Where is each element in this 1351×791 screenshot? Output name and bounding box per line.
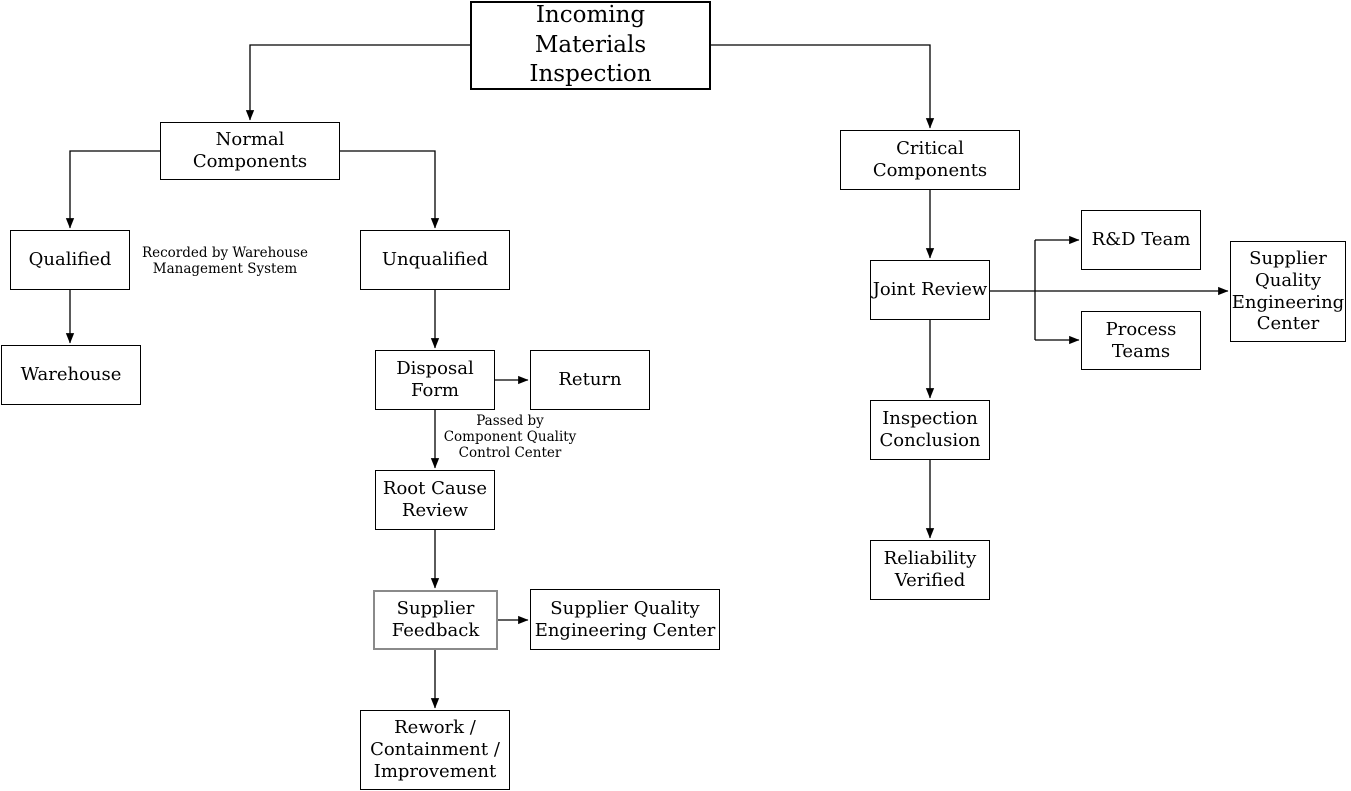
node-return: Return [530,350,650,410]
node-unqualified: Unqualified [360,230,510,290]
node-rd-team: R&D Team [1081,210,1201,270]
node-supplier-quality-engineering-center: Supplier Quality Engineering Center [530,589,720,650]
node-joint-review: Joint Review [870,260,990,320]
node-critical-components: Critical Components [840,130,1020,190]
annotation-passed-by-component-quality: Passed by Component Quality Control Cent… [443,413,577,461]
node-incoming-materials-inspection: Incoming Materials Inspection [470,1,711,90]
connector-incoming-to-normal [245,44,470,121]
node-warehouse: Warehouse [1,345,141,405]
node-supplier-quality-engineering-center-2: Supplier Quality Engineering Center [1230,241,1346,342]
node-process-teams: Process Teams [1081,311,1201,370]
node-supplier-feedback: Supplier Feedback [373,590,498,650]
connector-normal-to-unqualified [340,150,440,229]
node-rework-containment-improvement: Rework / Containment / Improvement [360,710,510,790]
node-normal-components: Normal Components [160,122,340,180]
connector-incoming-to-critical [711,44,935,129]
node-disposal-form: Disposal Form [375,350,495,410]
node-inspection-conclusion: Inspection Conclusion [870,400,990,460]
annotation-recorded-by-warehouse: Recorded by Warehouse Management System [141,245,309,277]
node-qualified: Qualified [10,230,130,290]
node-reliability-verified: Reliability Verified [870,540,990,600]
connector-normal-to-qualified [65,150,160,229]
node-root-cause-review: Root Cause Review [375,470,495,530]
